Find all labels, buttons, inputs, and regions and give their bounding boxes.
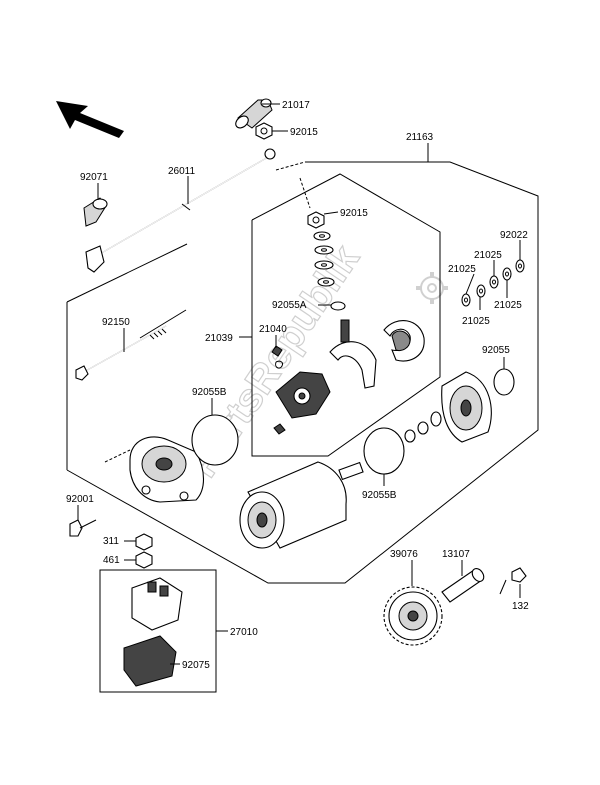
part-92015-nut-top[interactable] <box>255 122 273 140</box>
label-26011[interactable]: 26011 <box>168 166 196 177</box>
gear-watermark-icon <box>416 272 448 304</box>
part-92055a-oring[interactable] <box>330 301 346 311</box>
label-21025-2[interactable]: 21025 <box>448 264 476 275</box>
label-21017[interactable]: 21017 <box>282 100 310 111</box>
label-132[interactable]: 132 <box>512 601 529 612</box>
part-92055b-oring-right[interactable] <box>363 427 405 475</box>
label-21025-4[interactable]: 21025 <box>462 316 490 327</box>
label-92075[interactable]: 92075 <box>182 660 210 671</box>
part-21040-brush-spring[interactable] <box>271 345 286 435</box>
label-92022[interactable]: 92022 <box>500 230 528 241</box>
part-21017-boot[interactable] <box>233 98 273 130</box>
part-shims[interactable] <box>404 411 442 443</box>
part-92071-cap[interactable] <box>83 197 108 227</box>
part-starter-motor-yoke[interactable] <box>239 461 364 549</box>
part-92015-nut-stack[interactable] <box>307 211 335 287</box>
leader-lines <box>77 103 521 665</box>
outer-assembly-outline <box>66 161 539 584</box>
part-92055b-oring-left[interactable] <box>191 414 239 466</box>
label-92055a[interactable]: 92055A <box>272 300 307 311</box>
dashed-link-2 <box>299 177 311 209</box>
label-92015-mid[interactable]: 92015 <box>340 208 368 219</box>
part-92001-bolt[interactable] <box>69 519 97 537</box>
part-461-nut[interactable] <box>135 551 153 569</box>
label-21039[interactable]: 21039 <box>205 333 233 344</box>
label-92015-top[interactable]: 92015 <box>290 127 318 138</box>
label-21025-1[interactable]: 21025 <box>474 250 502 261</box>
label-92055b-left[interactable]: 92055B <box>192 387 227 398</box>
label-27010[interactable]: 27010 <box>230 627 258 638</box>
part-27010-relay[interactable] <box>131 577 183 631</box>
part-132-bolt[interactable] <box>499 567 527 595</box>
part-front-end-cover[interactable] <box>441 371 492 443</box>
label-92055[interactable]: 92055 <box>482 345 510 356</box>
brush-holder-outline <box>251 173 441 457</box>
part-39076-gear[interactable] <box>383 586 443 646</box>
part-92150-bolt[interactable] <box>75 325 167 381</box>
part-92075-relay-cover[interactable] <box>123 635 177 687</box>
front-arrow-icon <box>56 101 124 138</box>
part-92055-oring[interactable] <box>493 368 515 396</box>
outline-top-left <box>66 243 188 303</box>
label-92001[interactable]: 92001 <box>66 494 94 505</box>
label-311[interactable]: 311 <box>103 536 119 547</box>
label-92150[interactable]: 92150 <box>102 317 130 328</box>
label-13107[interactable]: 13107 <box>442 549 470 560</box>
part-rear-end-cover[interactable] <box>129 436 205 503</box>
label-92071[interactable]: 92071 <box>80 172 108 183</box>
part-26011-cable[interactable] <box>85 148 276 273</box>
bolt-guide-line <box>139 309 187 339</box>
part-13107-shaft[interactable] <box>441 566 486 603</box>
label-21163[interactable]: 21163 <box>406 132 434 143</box>
dashed-link-3 <box>104 449 131 463</box>
label-92055b-right[interactable]: 92055B <box>362 490 397 501</box>
part-brush-plate[interactable] <box>275 371 331 419</box>
part-21039-brush-holder[interactable] <box>329 319 425 389</box>
label-461[interactable]: 461 <box>103 555 120 566</box>
label-21025-3[interactable]: 21025 <box>494 300 522 311</box>
part-labels: 21017 92015 21163 92071 26011 92015 9202… <box>66 100 529 671</box>
label-39076[interactable]: 39076 <box>390 549 418 560</box>
label-21040[interactable]: 21040 <box>259 324 287 335</box>
dashed-link <box>275 161 306 171</box>
part-311-nut[interactable] <box>135 533 153 551</box>
